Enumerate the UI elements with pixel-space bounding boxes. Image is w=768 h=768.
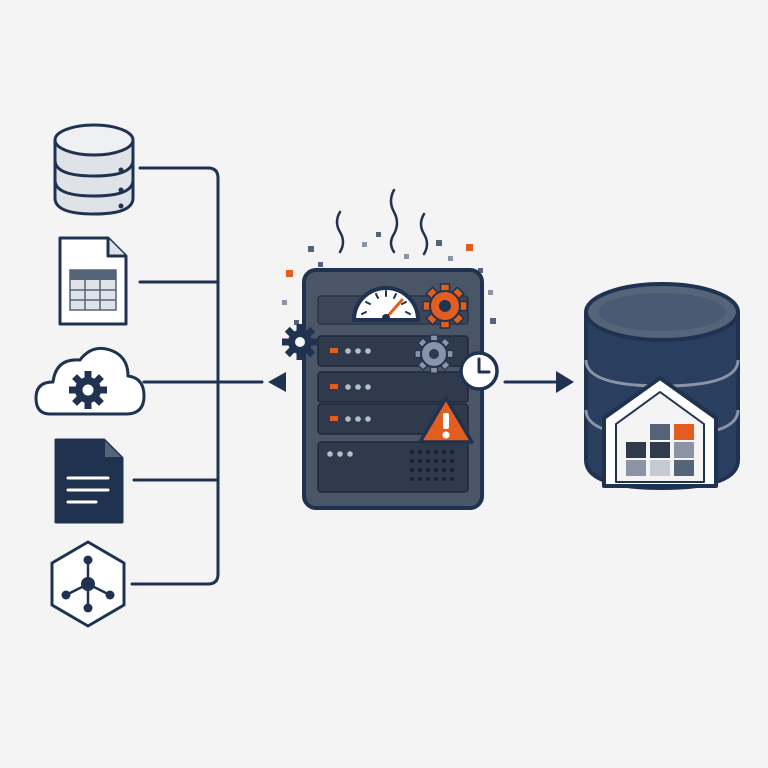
orange-gear-icon [422, 283, 468, 329]
data-particles [282, 232, 496, 325]
document-icon [54, 438, 124, 524]
database-icon [53, 123, 135, 216]
warning-icon [418, 396, 474, 444]
arrow-to-warehouse [503, 371, 574, 393]
warehouse-storage-grid [626, 424, 694, 476]
source-connectors [130, 166, 264, 586]
data-warehouse-icon [584, 282, 740, 491]
speedometer-icon [352, 286, 420, 322]
server-unit-2 [317, 371, 469, 403]
dark-gear-icon [282, 324, 318, 360]
server-unit-4 [317, 441, 469, 493]
spreadsheet-icon [58, 236, 128, 326]
arrow-to-processor [268, 372, 286, 392]
network-hub-icon [50, 540, 126, 628]
vent-grille [410, 450, 454, 481]
warehouse-building-icon [602, 376, 718, 488]
gray-gear-icon [414, 334, 454, 374]
cloud-gear [69, 371, 107, 409]
clock-icon [459, 351, 499, 391]
cloud-gear-icon [34, 346, 146, 416]
heat-waves-icon [335, 188, 429, 256]
